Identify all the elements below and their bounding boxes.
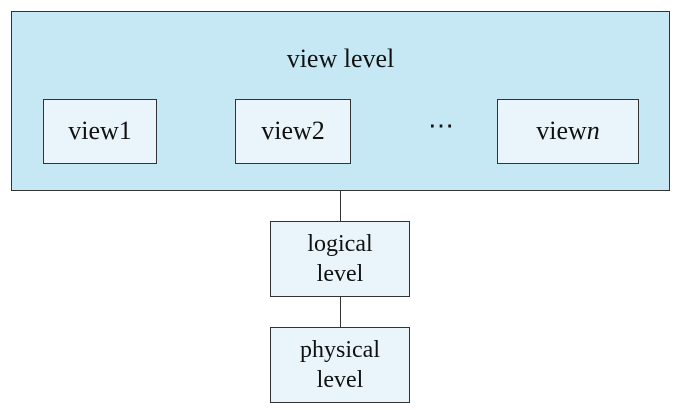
logical-level-line2: level	[316, 261, 364, 287]
physical-level-line2: level	[316, 367, 364, 393]
view-to-logical-connector	[340, 191, 342, 221]
view-n-label-prefix: view	[536, 116, 587, 146]
view-2-box: view 2	[235, 99, 351, 164]
ellipsis: ⋯	[428, 111, 456, 140]
physical-level-line1: physical	[300, 337, 380, 363]
view-n-box: view n	[497, 99, 639, 164]
view-level-box: view level view 1 view 2 ⋯ view n	[11, 11, 670, 191]
logical-to-physical-connector	[340, 297, 342, 327]
view-1-label-number: 1	[118, 116, 132, 146]
view-1-label-prefix: view	[68, 116, 119, 146]
view-n-label-letter: n	[586, 116, 600, 146]
view-level-title: view level	[286, 44, 395, 73]
logical-level-box: logical level	[270, 221, 410, 297]
logical-level-line1: logical	[307, 231, 373, 257]
physical-level-box: physical level	[270, 327, 410, 403]
view-2-label-number: 2	[311, 116, 325, 146]
view-2-label-prefix: view	[261, 116, 312, 146]
view-1-box: view 1	[43, 99, 157, 164]
